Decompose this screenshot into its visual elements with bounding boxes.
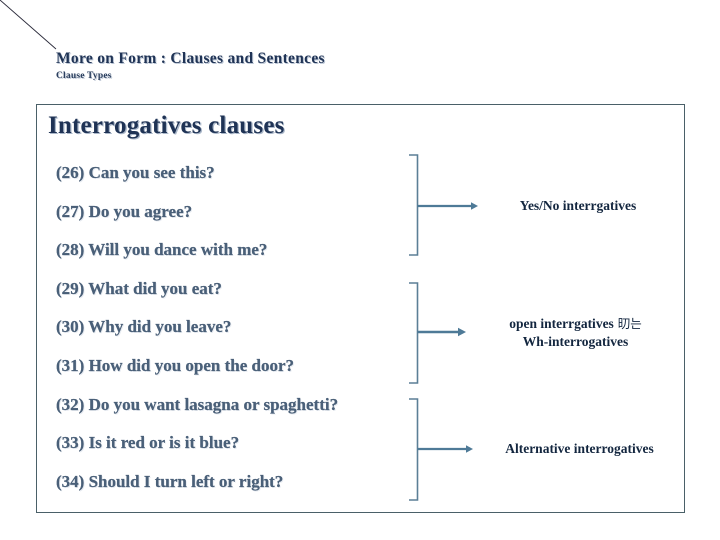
- callout-label-open-wh: open interrgatives 旫는 Wh-interrogatives: [468, 315, 683, 351]
- callout-text-line2: Wh-interrogatives: [522, 334, 629, 350]
- content-frame: [36, 104, 685, 513]
- callout-label-alternative: Alternative interrogatives: [472, 440, 687, 458]
- callout-text-korean-or: 旫는: [613, 316, 642, 331]
- list-item: (32) Do you want lasagna or spaghetti?: [56, 394, 339, 414]
- slide-subtitle: Clause Types: [56, 71, 112, 82]
- section-heading: Interrogatives clauses: [48, 112, 285, 139]
- callout-text-line1: open interrgatives: [509, 316, 614, 331]
- list-item: (34) Should I turn left or right?: [56, 471, 284, 491]
- slide-title: More on Form : Clauses and Sentences: [56, 50, 325, 67]
- example-sentence-list: (26) Can you see this? (27) Do you agree…: [48, 154, 428, 501]
- callout-text: Yes/No interrgatives: [519, 198, 637, 213]
- list-item: (27) Do you agree?: [56, 201, 193, 221]
- list-item: (30) Why did you leave?: [56, 317, 232, 337]
- list-item: (33) Is it red or is it blue?: [56, 433, 240, 453]
- callout-text: Alternative interrogatives: [505, 441, 654, 456]
- list-item: (26) Can you see this?: [56, 163, 215, 182]
- list-item: (28) Will you dance with me?: [56, 240, 268, 260]
- examples-column: Interrogatives clauses (26) Can you see …: [48, 112, 428, 501]
- list-item: (29) What did you eat?: [56, 278, 222, 298]
- list-item: (31) How did you open the door?: [56, 355, 295, 375]
- callout-label-yes-no: Yes/No interrgatives: [478, 197, 678, 215]
- slide-title-block: More on Form : Clauses and Sentences Cla…: [56, 50, 476, 81]
